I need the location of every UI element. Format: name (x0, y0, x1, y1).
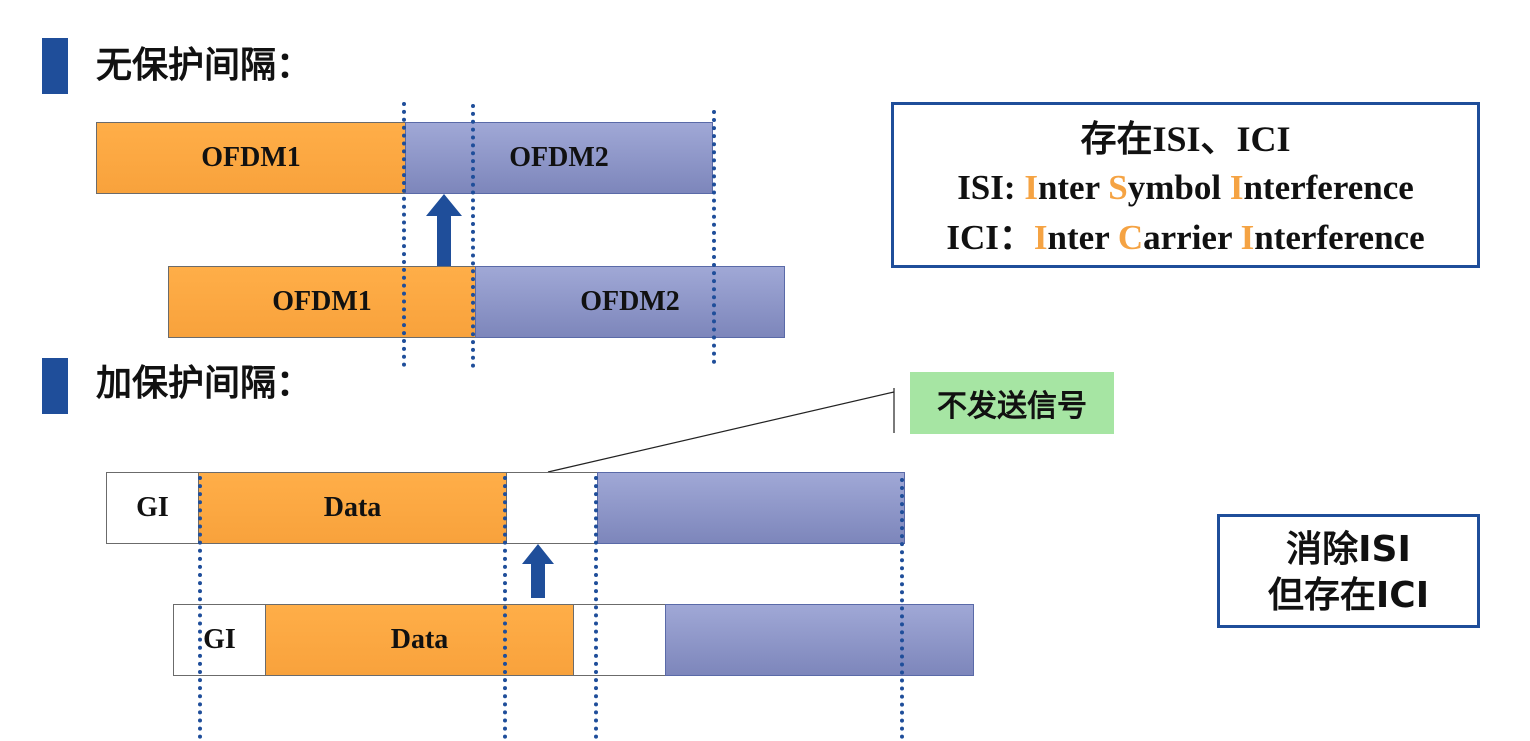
gi-block-row2-next (573, 604, 666, 676)
data-block-row1: Data (198, 472, 507, 544)
boundary-line (402, 102, 406, 367)
ici-definition: ICI：Inter Carrier Interference (946, 218, 1425, 257)
boundary-line (471, 104, 475, 368)
ofdm2-symbol-row1: OFDM2 (405, 122, 713, 194)
boundary-line (712, 110, 716, 364)
data-block-row2: Data (265, 604, 574, 676)
boundary-line (594, 476, 598, 739)
gi-block-row1-next (506, 472, 598, 544)
section-marker-no-guard (42, 38, 68, 94)
section-title-with-guard: 加保护间隔： (96, 363, 313, 404)
next-symbol-row1 (597, 472, 905, 544)
info-box-heading: 存在ISI、ICI (1080, 119, 1291, 159)
isi-definition: ISI: Inter Symbol Interference (957, 168, 1414, 207)
info-box-isi-ici: 存在ISI、ICI ISI: Inter Symbol Interference… (891, 102, 1480, 268)
gi-block-row1: GI (106, 472, 199, 544)
ofdm2-symbol-row2: OFDM2 (475, 266, 785, 338)
boundary-line (198, 476, 202, 739)
up-arrow-icon (522, 544, 554, 598)
result-line-2: 但存在ICI (1267, 575, 1430, 616)
ofdm1-symbol-row2: OFDM1 (168, 266, 476, 338)
boundary-line (900, 478, 904, 739)
boundary-line (503, 476, 507, 739)
result-line-1: 消除ISI (1286, 529, 1411, 570)
result-box: 消除ISI 但存在ICI (1217, 514, 1480, 628)
no-signal-callout: 不发送信号 (910, 372, 1114, 434)
ofdm1-symbol-row1: OFDM1 (96, 122, 406, 194)
gi-block-row2: GI (173, 604, 266, 676)
section-marker-with-guard (42, 358, 68, 414)
next-symbol-row2 (665, 604, 974, 676)
callout-connector (547, 388, 895, 473)
up-arrow-icon (426, 194, 462, 266)
section-title-no-guard: 无保护间隔： (96, 45, 313, 86)
